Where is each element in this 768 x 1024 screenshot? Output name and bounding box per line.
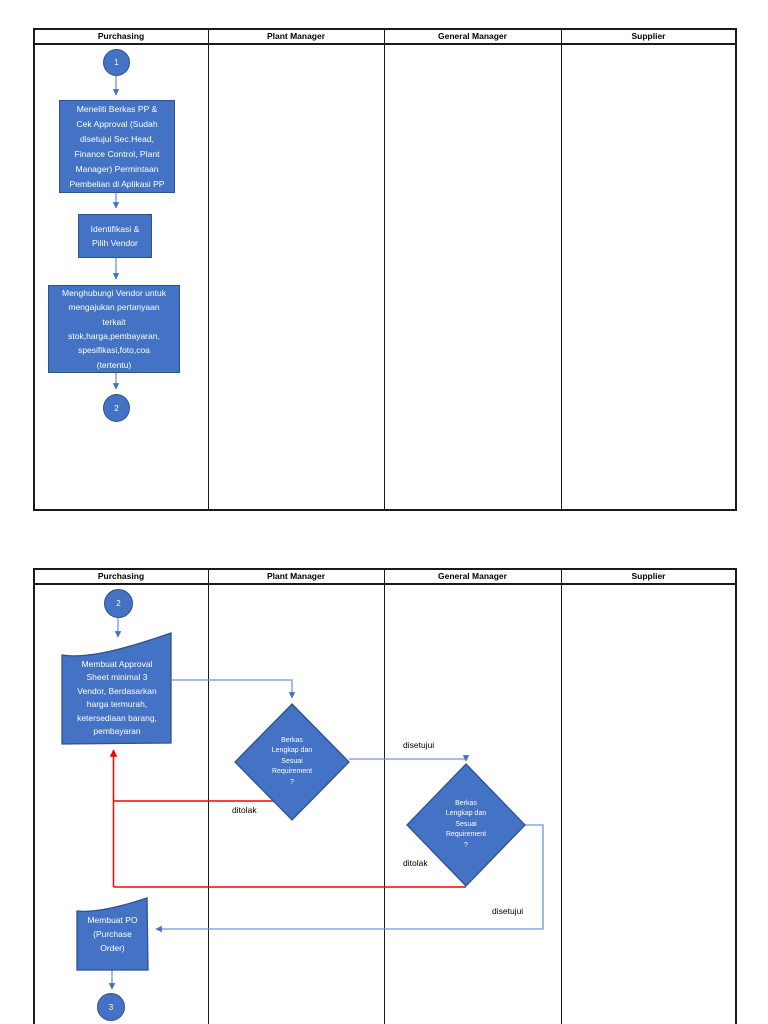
- end-connector-2: 2: [103, 394, 130, 422]
- lane-header-plant-manager: Plant Manager: [266, 31, 326, 41]
- swimlane-table-1: Purchasing Plant Manager General Manager…: [33, 28, 737, 511]
- label-disetujui-plant: disetujui: [403, 740, 435, 750]
- lane-header-purchasing: Purchasing: [97, 31, 145, 41]
- lane-divider: [207, 570, 209, 1024]
- label-ditolak-plant: ditolak: [232, 805, 257, 815]
- lane-header-general-manager: General Manager: [438, 31, 507, 41]
- lane-divider: [383, 570, 385, 1024]
- end-connector-3: 3: [97, 993, 125, 1021]
- label-ditolak-gm: ditolak: [403, 858, 428, 868]
- lane-divider: [560, 30, 562, 509]
- lane-divider: [560, 570, 562, 1024]
- lane-divider: [383, 30, 385, 509]
- start-connector-1: 1: [103, 49, 130, 76]
- lane-header-general-manager: General Manager: [438, 571, 507, 581]
- label-disetujui-gm: disetujui: [492, 906, 524, 916]
- lane-header-supplier: Supplier: [631, 31, 666, 41]
- swimlane-table-2: Purchasing Plant Manager General Manager…: [33, 568, 737, 1024]
- lane-header-purchasing: Purchasing: [97, 571, 145, 581]
- lane-header-plant-manager: Plant Manager: [266, 571, 326, 581]
- step-menghubungi-vendor: Menghubungi Vendor untuk mengajukan pert…: [48, 285, 180, 373]
- step-meneliti-berkas: Meneliti Berkas PP & Cek Approval (Sudah…: [59, 100, 175, 193]
- start-connector-2: 2: [104, 589, 133, 618]
- step-identifikasi-vendor: Identifikasi & Pilih Vendor: [78, 214, 152, 258]
- lane-header-row: Purchasing Plant Manager General Manager…: [35, 570, 735, 585]
- lane-divider: [207, 30, 209, 509]
- lane-header-supplier: Supplier: [631, 571, 666, 581]
- lane-header-row: Purchasing Plant Manager General Manager…: [35, 30, 735, 45]
